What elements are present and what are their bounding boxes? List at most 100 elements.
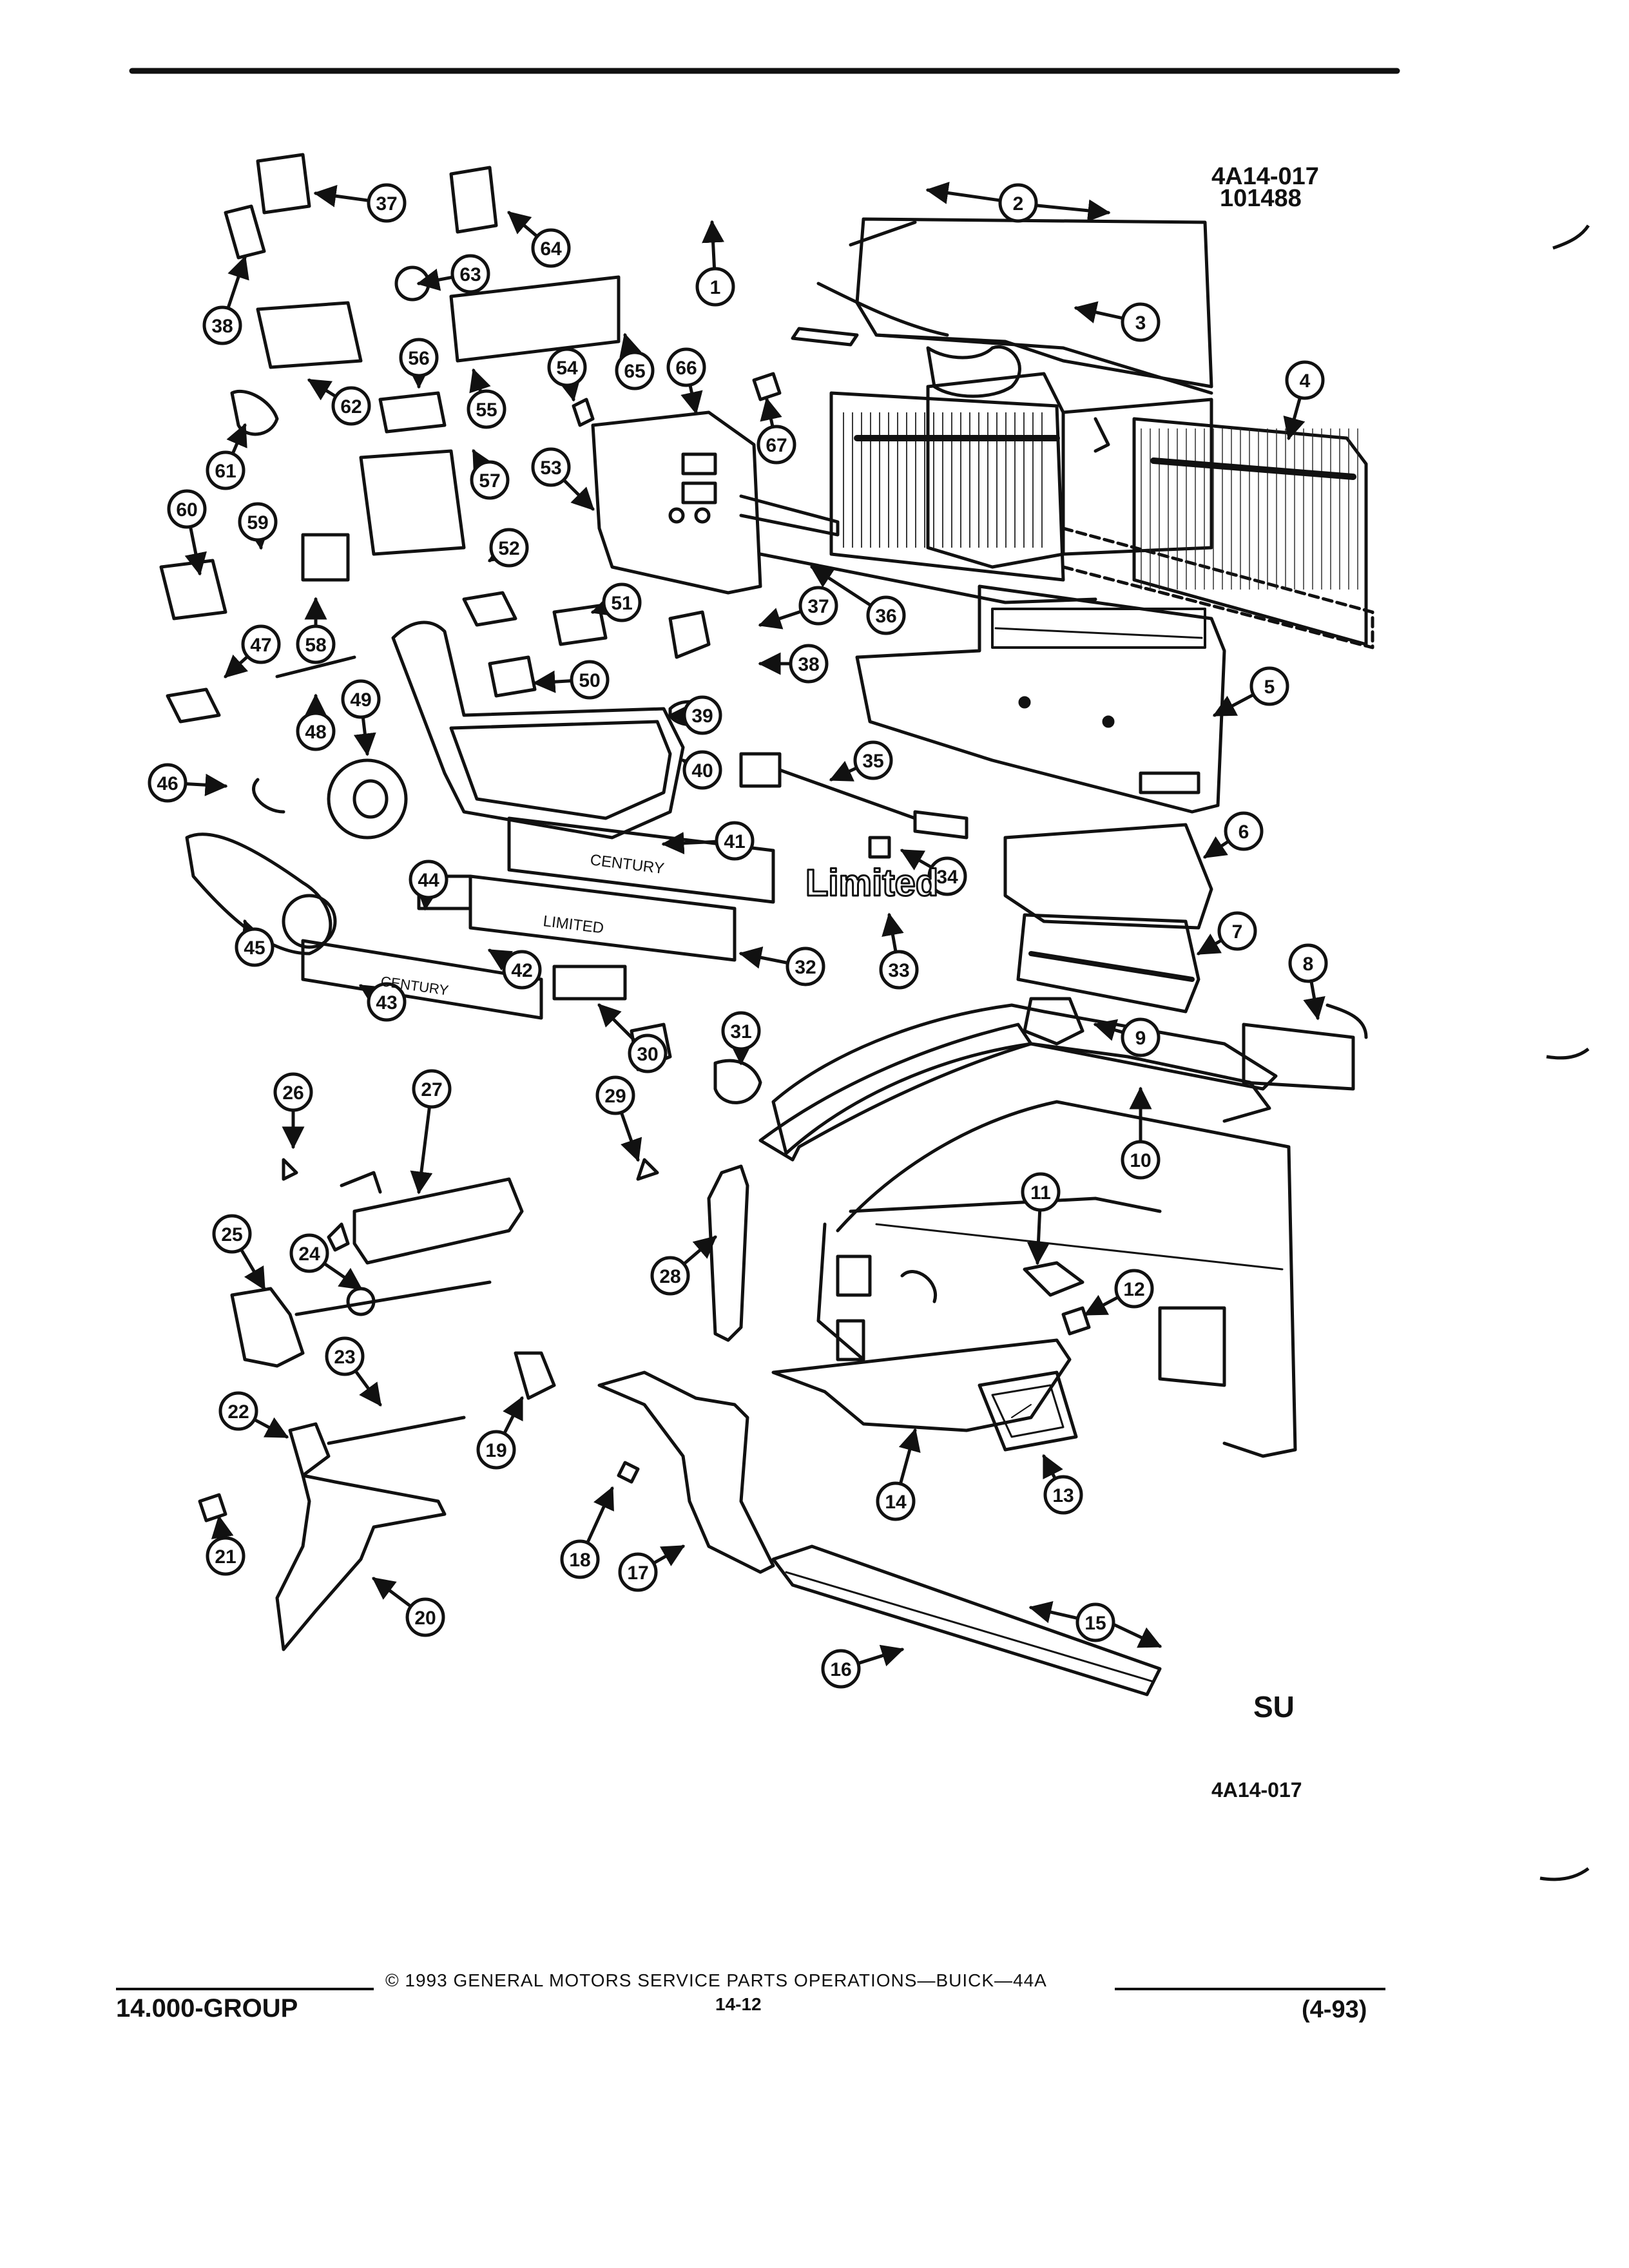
callout-48: 48 (296, 711, 336, 751)
callout-59: 59 (238, 502, 278, 542)
callout-leader-50 (532, 670, 574, 693)
callout-20: 20 (405, 1597, 445, 1637)
callout-63: 63 (450, 254, 490, 294)
callout-number-23: 23 (334, 1347, 355, 1368)
callout-circle-51 (602, 582, 642, 622)
callout-number-38: 38 (798, 654, 819, 675)
callout-12: 12 (1114, 1269, 1154, 1309)
door-trim-upper-panel (829, 391, 1065, 582)
callout-67: 67 (757, 425, 796, 465)
callout-38: 38 (202, 305, 242, 345)
callout-leader-13 (1042, 1454, 1063, 1481)
callout-number-50: 50 (579, 670, 600, 691)
callout-number-25: 25 (221, 1224, 242, 1245)
callout-46: 46 (148, 763, 188, 803)
callout-circle-32 (786, 947, 825, 986)
callout-leader-64 (507, 211, 539, 238)
callout-leader-51 (590, 595, 616, 617)
callout-41: 41 (715, 821, 755, 861)
callout-50: 50 (570, 660, 610, 700)
sill-plate-16 (771, 1544, 1162, 1696)
callout-circle-2 (998, 183, 1038, 223)
callout-leader-20 (372, 1577, 413, 1608)
callout-number-26: 26 (282, 1082, 304, 1104)
callout-leader-37 (313, 184, 371, 207)
callout-number-33: 33 (888, 960, 909, 981)
callout-leader-66 (680, 383, 703, 415)
callout-leader-54 (558, 377, 581, 402)
callout-49: 49 (341, 679, 381, 719)
callout-18: 18 (560, 1539, 600, 1579)
callout-number-45: 45 (244, 937, 265, 959)
callout-40: 40 (682, 750, 722, 790)
callout-circle-36 (866, 595, 906, 635)
callout-number-27: 27 (421, 1079, 442, 1100)
callout-circle-53 (531, 447, 571, 487)
callout-leader-62 (307, 378, 338, 401)
callout-circle-23 (325, 1336, 365, 1376)
callout-24: 24 (289, 1233, 329, 1273)
callout-leader-38 (226, 255, 249, 310)
logo-mark: SU (1253, 1690, 1295, 1724)
callout-66: 66 (666, 347, 706, 387)
callout-circle-40 (682, 750, 722, 790)
rod-23 (288, 1416, 466, 1477)
callout-28: 28 (650, 1256, 690, 1296)
callout-leader-34 (900, 849, 934, 870)
callout-circle-38 (789, 644, 829, 684)
figure-date-code: 101488 (1220, 185, 1302, 212)
callout-circle-54 (547, 347, 587, 387)
callout-number-16: 16 (830, 1659, 851, 1680)
callout-number-20: 20 (414, 1608, 436, 1629)
callout-leader-27 (410, 1105, 433, 1195)
callout-circles: 1234567891011121314151617181920212223242… (148, 183, 1328, 1689)
callout-leader-60 (184, 524, 207, 576)
callout-circle-24 (289, 1233, 329, 1273)
callout-22: 22 (218, 1391, 258, 1431)
callout-circle-37 (798, 586, 838, 626)
callout-leader-21 (211, 1515, 234, 1540)
callout-circle-31 (721, 1011, 761, 1051)
callout-circle-65 (615, 351, 655, 390)
callout-57: 57 (470, 460, 510, 500)
callout-leader-57 (472, 448, 494, 475)
callout-leader-36 (810, 565, 873, 608)
rearview-mirror-27 (327, 1171, 524, 1265)
callout-circle-42 (502, 950, 542, 990)
footer-rule-right (1115, 1988, 1385, 1990)
callout-leader-4 (1283, 396, 1306, 441)
callout-42: 42 (502, 950, 542, 990)
door-trim-5 (855, 584, 1226, 814)
callout-16: 16 (821, 1649, 861, 1689)
callout-circle-41 (715, 821, 755, 861)
armrest-6 (1003, 823, 1213, 930)
escutcheon-49 (327, 758, 408, 840)
callout-43: 43 (367, 982, 407, 1022)
callout-circle-18 (560, 1539, 600, 1579)
callout-circle-45 (235, 927, 275, 967)
figure-id: 4A14-017 (1211, 163, 1319, 190)
figure-id-bottom: 4A14-017 (1211, 1778, 1302, 1802)
callout-circle-43 (367, 982, 407, 1022)
callout-38: 38 (789, 644, 829, 684)
callout-17: 17 (618, 1552, 658, 1592)
callout-55: 55 (467, 389, 506, 429)
callout-circle-26 (273, 1072, 313, 1112)
switch-housing-7 (1016, 913, 1200, 1014)
callout-circle-30 (628, 1033, 668, 1073)
callout-circle-58 (296, 624, 336, 664)
callout-number-46: 46 (157, 773, 178, 794)
callout-leader-67 (760, 397, 782, 429)
emblem-limited-33: Limited (805, 862, 938, 904)
callout-circle-7 (1217, 911, 1257, 951)
callout-number-29: 29 (604, 1086, 626, 1107)
callout-number-40: 40 (691, 760, 713, 782)
callout-circle-49 (341, 679, 381, 719)
callout-leader-2 (925, 182, 1002, 204)
callout-circle-21 (206, 1536, 246, 1576)
callout-circle-13 (1043, 1475, 1083, 1515)
callout-number-52: 52 (498, 538, 519, 559)
callout-number-11: 11 (1030, 1182, 1051, 1204)
footer-group: 14.000-GROUP (116, 1994, 298, 2023)
callout-circle-6 (1224, 811, 1264, 851)
